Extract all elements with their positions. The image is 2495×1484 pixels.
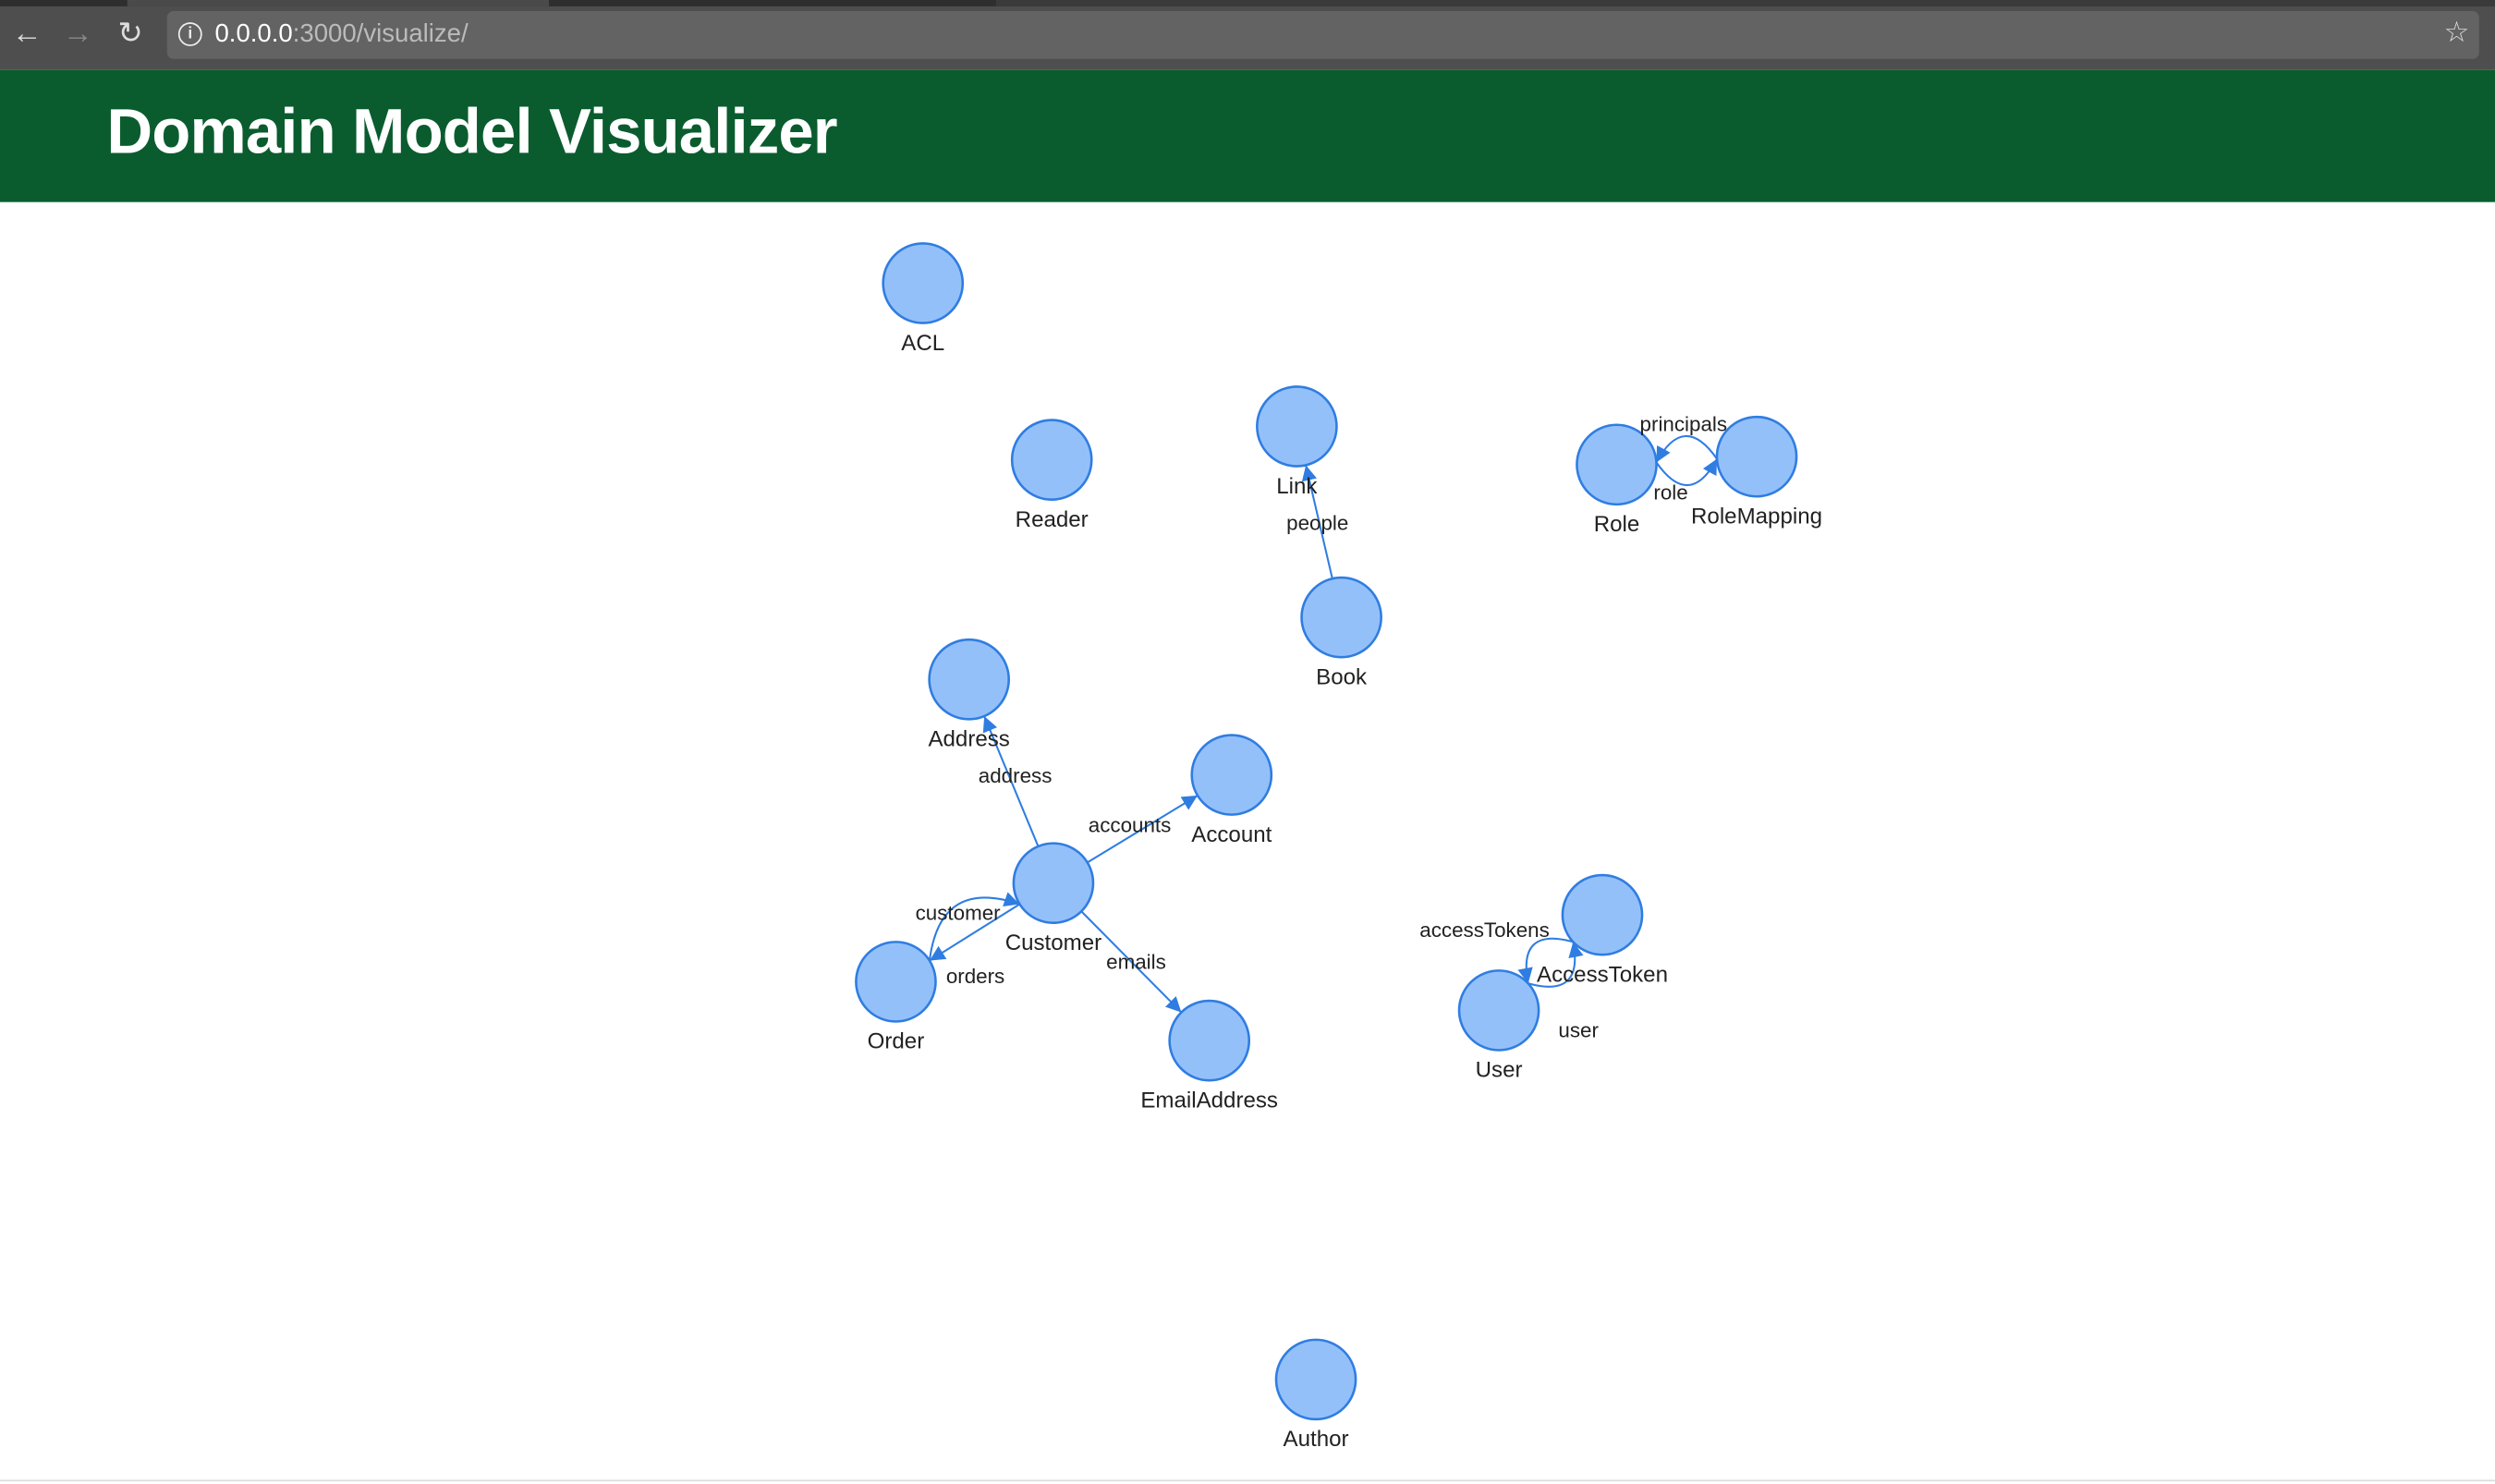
edge-label-user: user (1558, 1019, 1599, 1042)
edge-label-emails: emails (1106, 951, 1166, 974)
edge-label-orders: orders (946, 965, 1004, 988)
node-label: Role (1594, 512, 1640, 537)
node-circle[interactable] (1256, 385, 1338, 468)
browser-toolbar: ← → ↻ i 0.0.0.0:3000/visualize/ ☆ (0, 6, 2495, 70)
node-circle[interactable] (1715, 415, 1798, 498)
edge-user-to-access-token (1527, 942, 1584, 988)
edge-book-to-link (1301, 465, 1333, 579)
node-link[interactable]: Link (1256, 385, 1338, 499)
node-circle[interactable] (1576, 423, 1658, 506)
node-author[interactable]: Author (1274, 1338, 1357, 1452)
node-customer[interactable]: Customer (1005, 842, 1101, 955)
edge-customer-to-account (1087, 795, 1199, 864)
node-label: Customer (1005, 931, 1101, 955)
node-circle[interactable] (1012, 842, 1095, 925)
node-circle[interactable] (1300, 576, 1382, 659)
node-circle[interactable] (855, 941, 937, 1023)
node-label: Reader (1016, 507, 1089, 532)
node-role[interactable]: Role (1576, 423, 1658, 537)
node-circle[interactable] (1010, 419, 1093, 501)
node-address[interactable]: Address (928, 638, 1011, 752)
app-header: Domain Model Visualizer (0, 69, 2495, 202)
url-host: 0.0.0.0 (214, 20, 293, 48)
node-label: Link (1276, 474, 1318, 499)
node-label: ACL (901, 331, 944, 356)
edge-customer-to-address (982, 715, 1040, 847)
node-email-address[interactable]: EmailAddress (1140, 999, 1278, 1113)
node-order[interactable]: Order (855, 941, 937, 1054)
active-tab[interactable] (127, 0, 550, 6)
node-circle[interactable] (1190, 734, 1273, 816)
node-circle[interactable] (1561, 873, 1644, 956)
node-circle[interactable] (1457, 969, 1540, 1052)
node-label: RoleMapping (1691, 505, 1822, 529)
reload-icon[interactable]: ↻ (117, 17, 143, 52)
arrow-right-icon[interactable]: → (63, 17, 93, 52)
address-bar[interactable]: i 0.0.0.0:3000/visualize/ ☆ (166, 11, 2479, 59)
node-user[interactable]: User (1457, 969, 1540, 1083)
edge-role-mapping-to-role (1655, 435, 1718, 463)
edge-customer-to-email-address (1080, 910, 1183, 1014)
edge-label-accounts: accounts (1089, 814, 1172, 837)
node-label: Address (928, 727, 1009, 752)
page-bottom-border (0, 1479, 2495, 1482)
page-title: Domain Model Visualizer (106, 97, 837, 167)
edge-customer-to-order (929, 903, 1020, 962)
node-reader[interactable]: Reader (1010, 419, 1093, 532)
edge-label-address: address (979, 764, 1053, 787)
node-label: AccessToken (1537, 962, 1668, 987)
node-circle[interactable] (1168, 999, 1251, 1082)
edge-label-role: role (1653, 481, 1687, 505)
star-icon[interactable]: ☆ (2443, 16, 2470, 48)
node-label: Book (1316, 664, 1368, 689)
node-account[interactable]: Account (1190, 734, 1273, 847)
url-text: 0.0.0.0:3000/visualize/ (214, 20, 468, 49)
arrow-left-icon[interactable]: ← (11, 17, 43, 52)
node-circle[interactable] (1274, 1338, 1357, 1421)
edge-role-to-role-mapping (1655, 458, 1718, 487)
inactive-tab[interactable] (995, 0, 2495, 6)
node-access-token[interactable]: AccessToken (1537, 873, 1668, 987)
node-label: Order (868, 1029, 925, 1054)
edge-access-token-to-user (1517, 937, 1574, 984)
node-role-mapping[interactable]: RoleMapping (1691, 415, 1822, 529)
node-acl[interactable]: ACL (882, 242, 965, 356)
node-label: Author (1284, 1427, 1349, 1452)
edge-label-customer: customer (916, 901, 1002, 924)
edge-label-access-tokens: accessTokens (1419, 918, 1550, 942)
url-path: :3000/visualize/ (292, 20, 469, 48)
edge-order-to-customer (928, 892, 1020, 961)
node-circle[interactable] (882, 242, 965, 324)
node-circle[interactable] (928, 638, 1011, 721)
node-label: User (1476, 1058, 1523, 1083)
node-label: EmailAddress (1140, 1088, 1278, 1113)
node-book[interactable]: Book (1300, 576, 1382, 689)
node-label: Account (1191, 822, 1272, 847)
edge-label-people: people (1286, 511, 1348, 534)
info-icon[interactable]: i (177, 22, 202, 46)
edge-label-principals: principals (1640, 413, 1728, 436)
